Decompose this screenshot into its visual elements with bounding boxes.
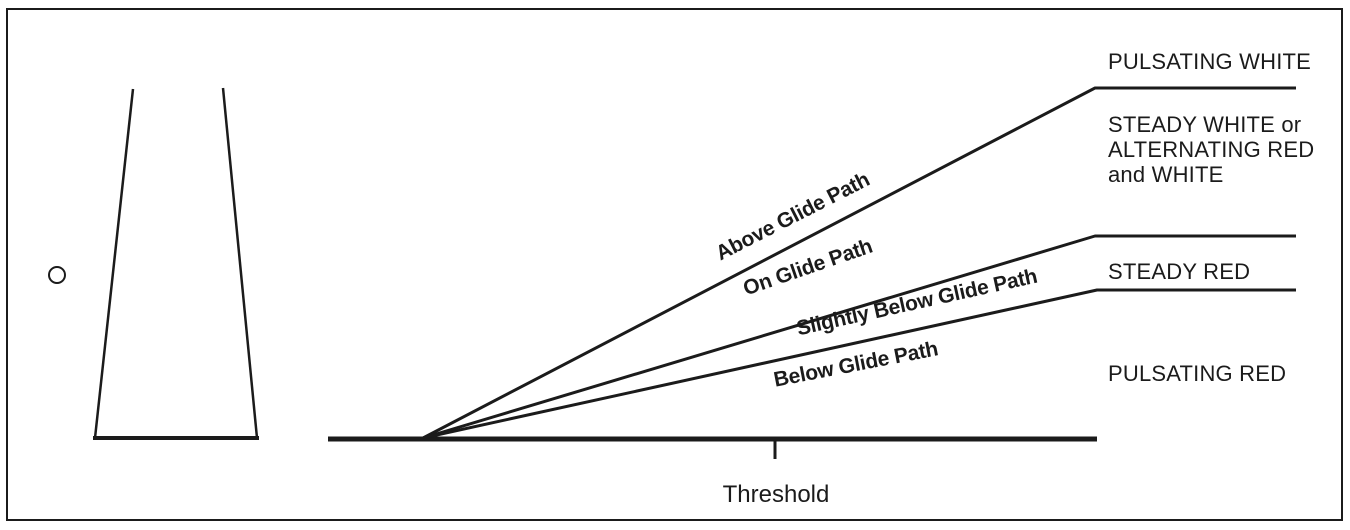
boundary-below-glide-path [422,288,1296,440]
label-steady-white-line1: STEADY WHITE or [1108,112,1302,137]
figure-border [6,8,1343,521]
runway-right-edge [221,87,259,439]
boundary-above-glide-path [422,86,1296,440]
boundary-on-glide-path [422,234,1296,440]
label-steady-white-or-alternating: STEADY WHITE or ALTERNATING RED and WHIT… [1108,112,1314,187]
label-threshold: Threshold [722,481,830,508]
label-pulsating-white: PULSATING WHITE [1108,49,1312,74]
label-steady-white-line3: and WHITE [1108,162,1224,187]
label-steady-red: STEADY RED [1108,259,1251,284]
runway-left-edge [93,88,135,439]
plasi-light-unit-icon [48,266,66,284]
label-steady-white-line2: ALTERNATING RED [1108,137,1315,162]
label-pulsating-red: PULSATING RED [1108,361,1287,386]
